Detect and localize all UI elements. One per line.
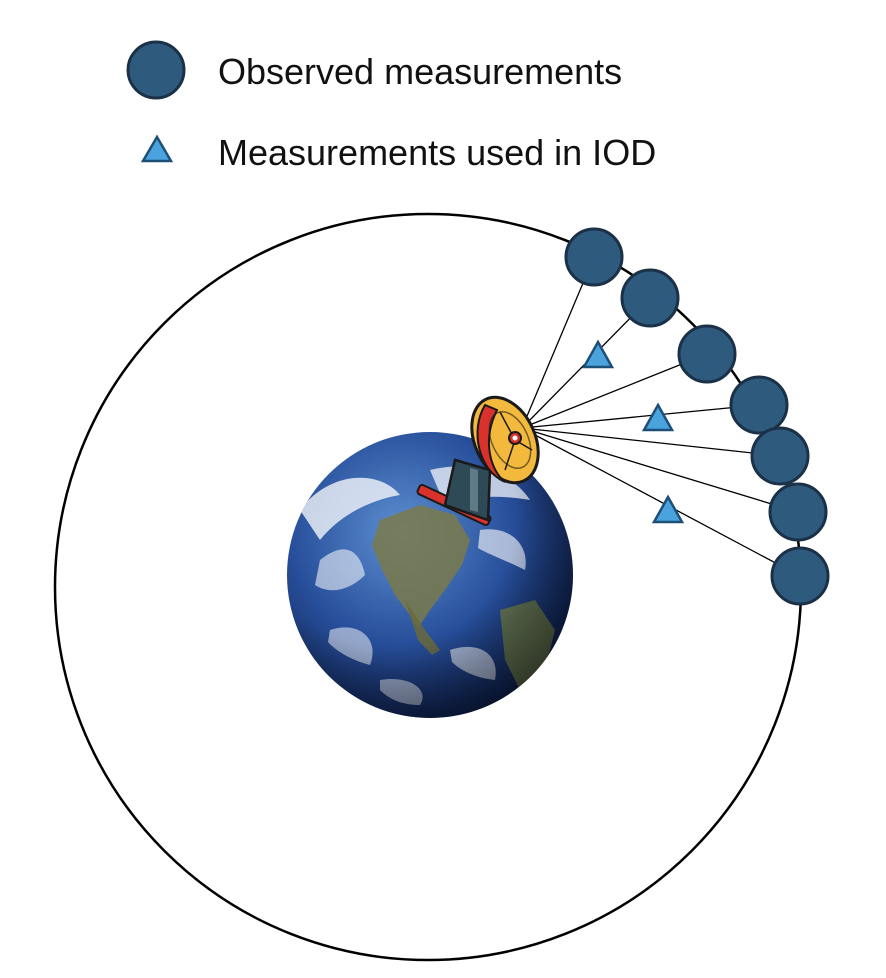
iod-measurement-icon — [651, 494, 685, 524]
legend-observed-label: Observed measurements — [218, 51, 622, 92]
legend-iod-label: Measurements used in IOD — [218, 132, 656, 173]
observed-measurements — [564, 227, 830, 606]
legend: Observed measurements Measurements used … — [126, 40, 656, 173]
observed-measurement-icon — [677, 324, 737, 384]
legend-iod-marker-icon — [140, 134, 174, 163]
observed-measurement-icon — [770, 546, 830, 606]
measurement-line — [521, 427, 799, 513]
observed-measurement-icon — [620, 268, 680, 328]
measurement-line — [521, 427, 801, 577]
measurement-line — [521, 427, 781, 457]
iod-measurement-icon — [641, 402, 675, 432]
iod-measurements — [581, 339, 685, 524]
observed-measurement-icon — [729, 375, 789, 435]
iod-measurement-icon — [581, 339, 615, 369]
satellite-dish-icon — [416, 395, 540, 527]
legend-observed-marker-icon — [126, 40, 186, 100]
observed-measurement-icon — [564, 227, 624, 287]
measurement-line — [521, 404, 760, 429]
measurement-line — [521, 353, 708, 429]
observed-measurement-icon — [750, 426, 810, 486]
measurement-lines — [521, 256, 801, 577]
observed-measurement-icon — [768, 482, 828, 542]
measurement-line — [521, 256, 595, 429]
earth-icon — [287, 432, 573, 718]
